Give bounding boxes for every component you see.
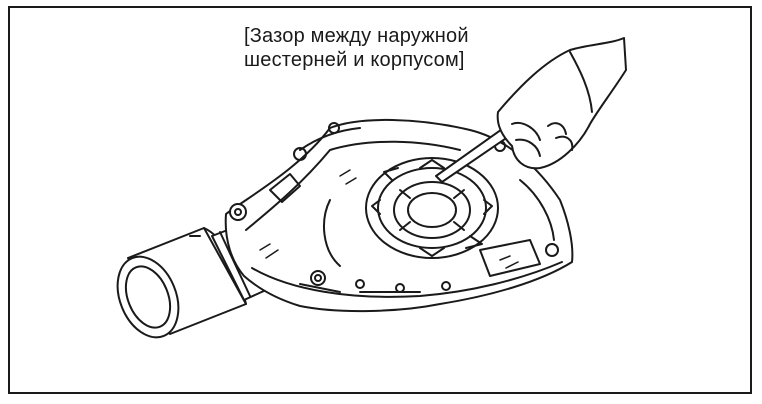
caption-label: [Зазор между наружной шестерней и корпус… <box>244 24 534 72</box>
shading <box>259 169 519 269</box>
caption-line-2: шестерней и корпусом] <box>244 49 465 71</box>
hand <box>496 37 627 170</box>
caption-line-1: [Зазор между наружной <box>244 25 469 47</box>
inner-gear <box>393 181 471 239</box>
oil-filter <box>116 227 247 339</box>
bolt-holes <box>229 122 559 293</box>
